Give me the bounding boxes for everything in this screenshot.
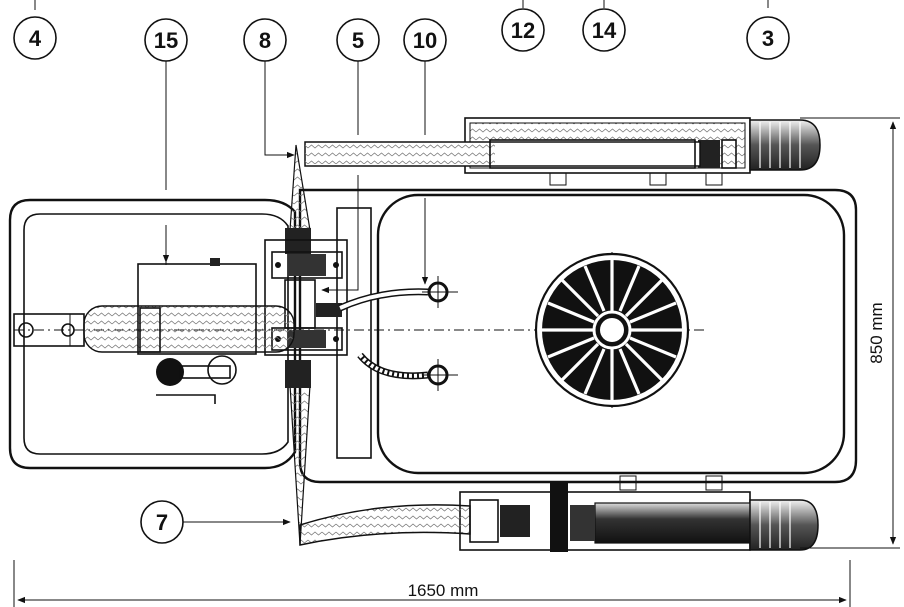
callout-7: 7: [140, 500, 184, 544]
callout-5-label: 5: [352, 28, 364, 53]
bottom-tank: [459, 475, 819, 552]
spray-bar: [285, 144, 311, 546]
callout-3: 3: [746, 16, 790, 60]
top-hose: [304, 139, 701, 169]
width-dimension-label: 1650 mm: [408, 581, 479, 600]
leader-lines: [34, 0, 769, 526]
callout-8-label: 8: [259, 28, 271, 53]
dimension-lines: [13, 117, 900, 607]
callout-12-label: 12: [511, 18, 535, 43]
callout-5: 5: [336, 18, 380, 62]
height-dimension-label: 850 mm: [867, 302, 886, 363]
callout-8: 8: [243, 18, 287, 62]
callout-10-label: 10: [413, 28, 437, 53]
valve-block: [264, 239, 348, 356]
rear-frame: [8, 198, 297, 470]
callout-14: 14: [582, 8, 626, 52]
callout-7-label: 7: [156, 510, 168, 535]
callout-15: 15: [144, 18, 188, 62]
axle-assembly: [13, 258, 295, 404]
callout-15-label: 15: [154, 28, 178, 53]
callout-10: 10: [403, 18, 447, 62]
callout-12: 12: [501, 8, 545, 52]
callout-3-label: 3: [762, 26, 774, 51]
main-body: [298, 188, 858, 484]
connector-hoses: [338, 276, 458, 391]
bottom-hose: [299, 499, 499, 546]
callout-4: 4: [13, 16, 57, 60]
callout-4-label: 4: [29, 26, 42, 51]
callout-14-label: 14: [592, 18, 617, 43]
fan-impeller: [534, 252, 690, 408]
